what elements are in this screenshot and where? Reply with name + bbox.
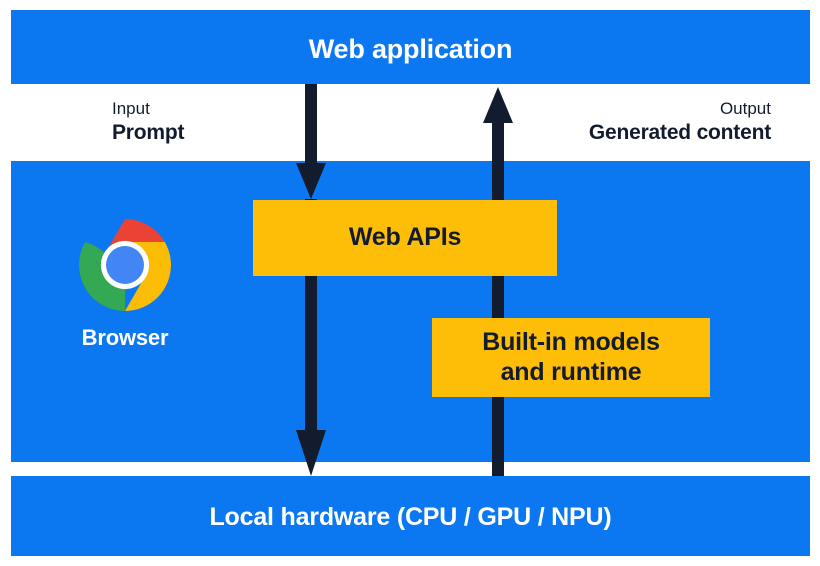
browser-group: Browser: [60, 218, 190, 351]
band-local-hardware: Local hardware (CPU / GPU / NPU): [11, 476, 810, 556]
browser-label: Browser: [81, 325, 169, 350]
builtin-models-line-1: Built-in models: [482, 328, 660, 356]
builtin-models-line-2: and runtime: [500, 357, 642, 386]
band-web-application: Web application: [11, 10, 810, 84]
local-hardware-label: Local hardware (CPU / GPU / NPU): [209, 503, 612, 531]
input-value: Prompt: [112, 120, 185, 144]
flow-label-output: Output Generated content: [589, 99, 771, 145]
chrome-logo-icon: [78, 218, 172, 312]
builtin-models-label: Built-in models and runtime: [482, 328, 660, 387]
web-apis-label: Web APIs: [348, 223, 462, 252]
input-caption: Input: [112, 99, 150, 118]
output-value: Generated content: [588, 120, 771, 144]
flow-label-input: Input Prompt: [112, 99, 185, 145]
output-caption: Output: [719, 99, 771, 118]
box-web-apis: Web APIs: [253, 200, 557, 276]
web-application-label: Web application: [308, 34, 513, 64]
box-builtin-models: Built-in models and runtime: [432, 318, 710, 397]
